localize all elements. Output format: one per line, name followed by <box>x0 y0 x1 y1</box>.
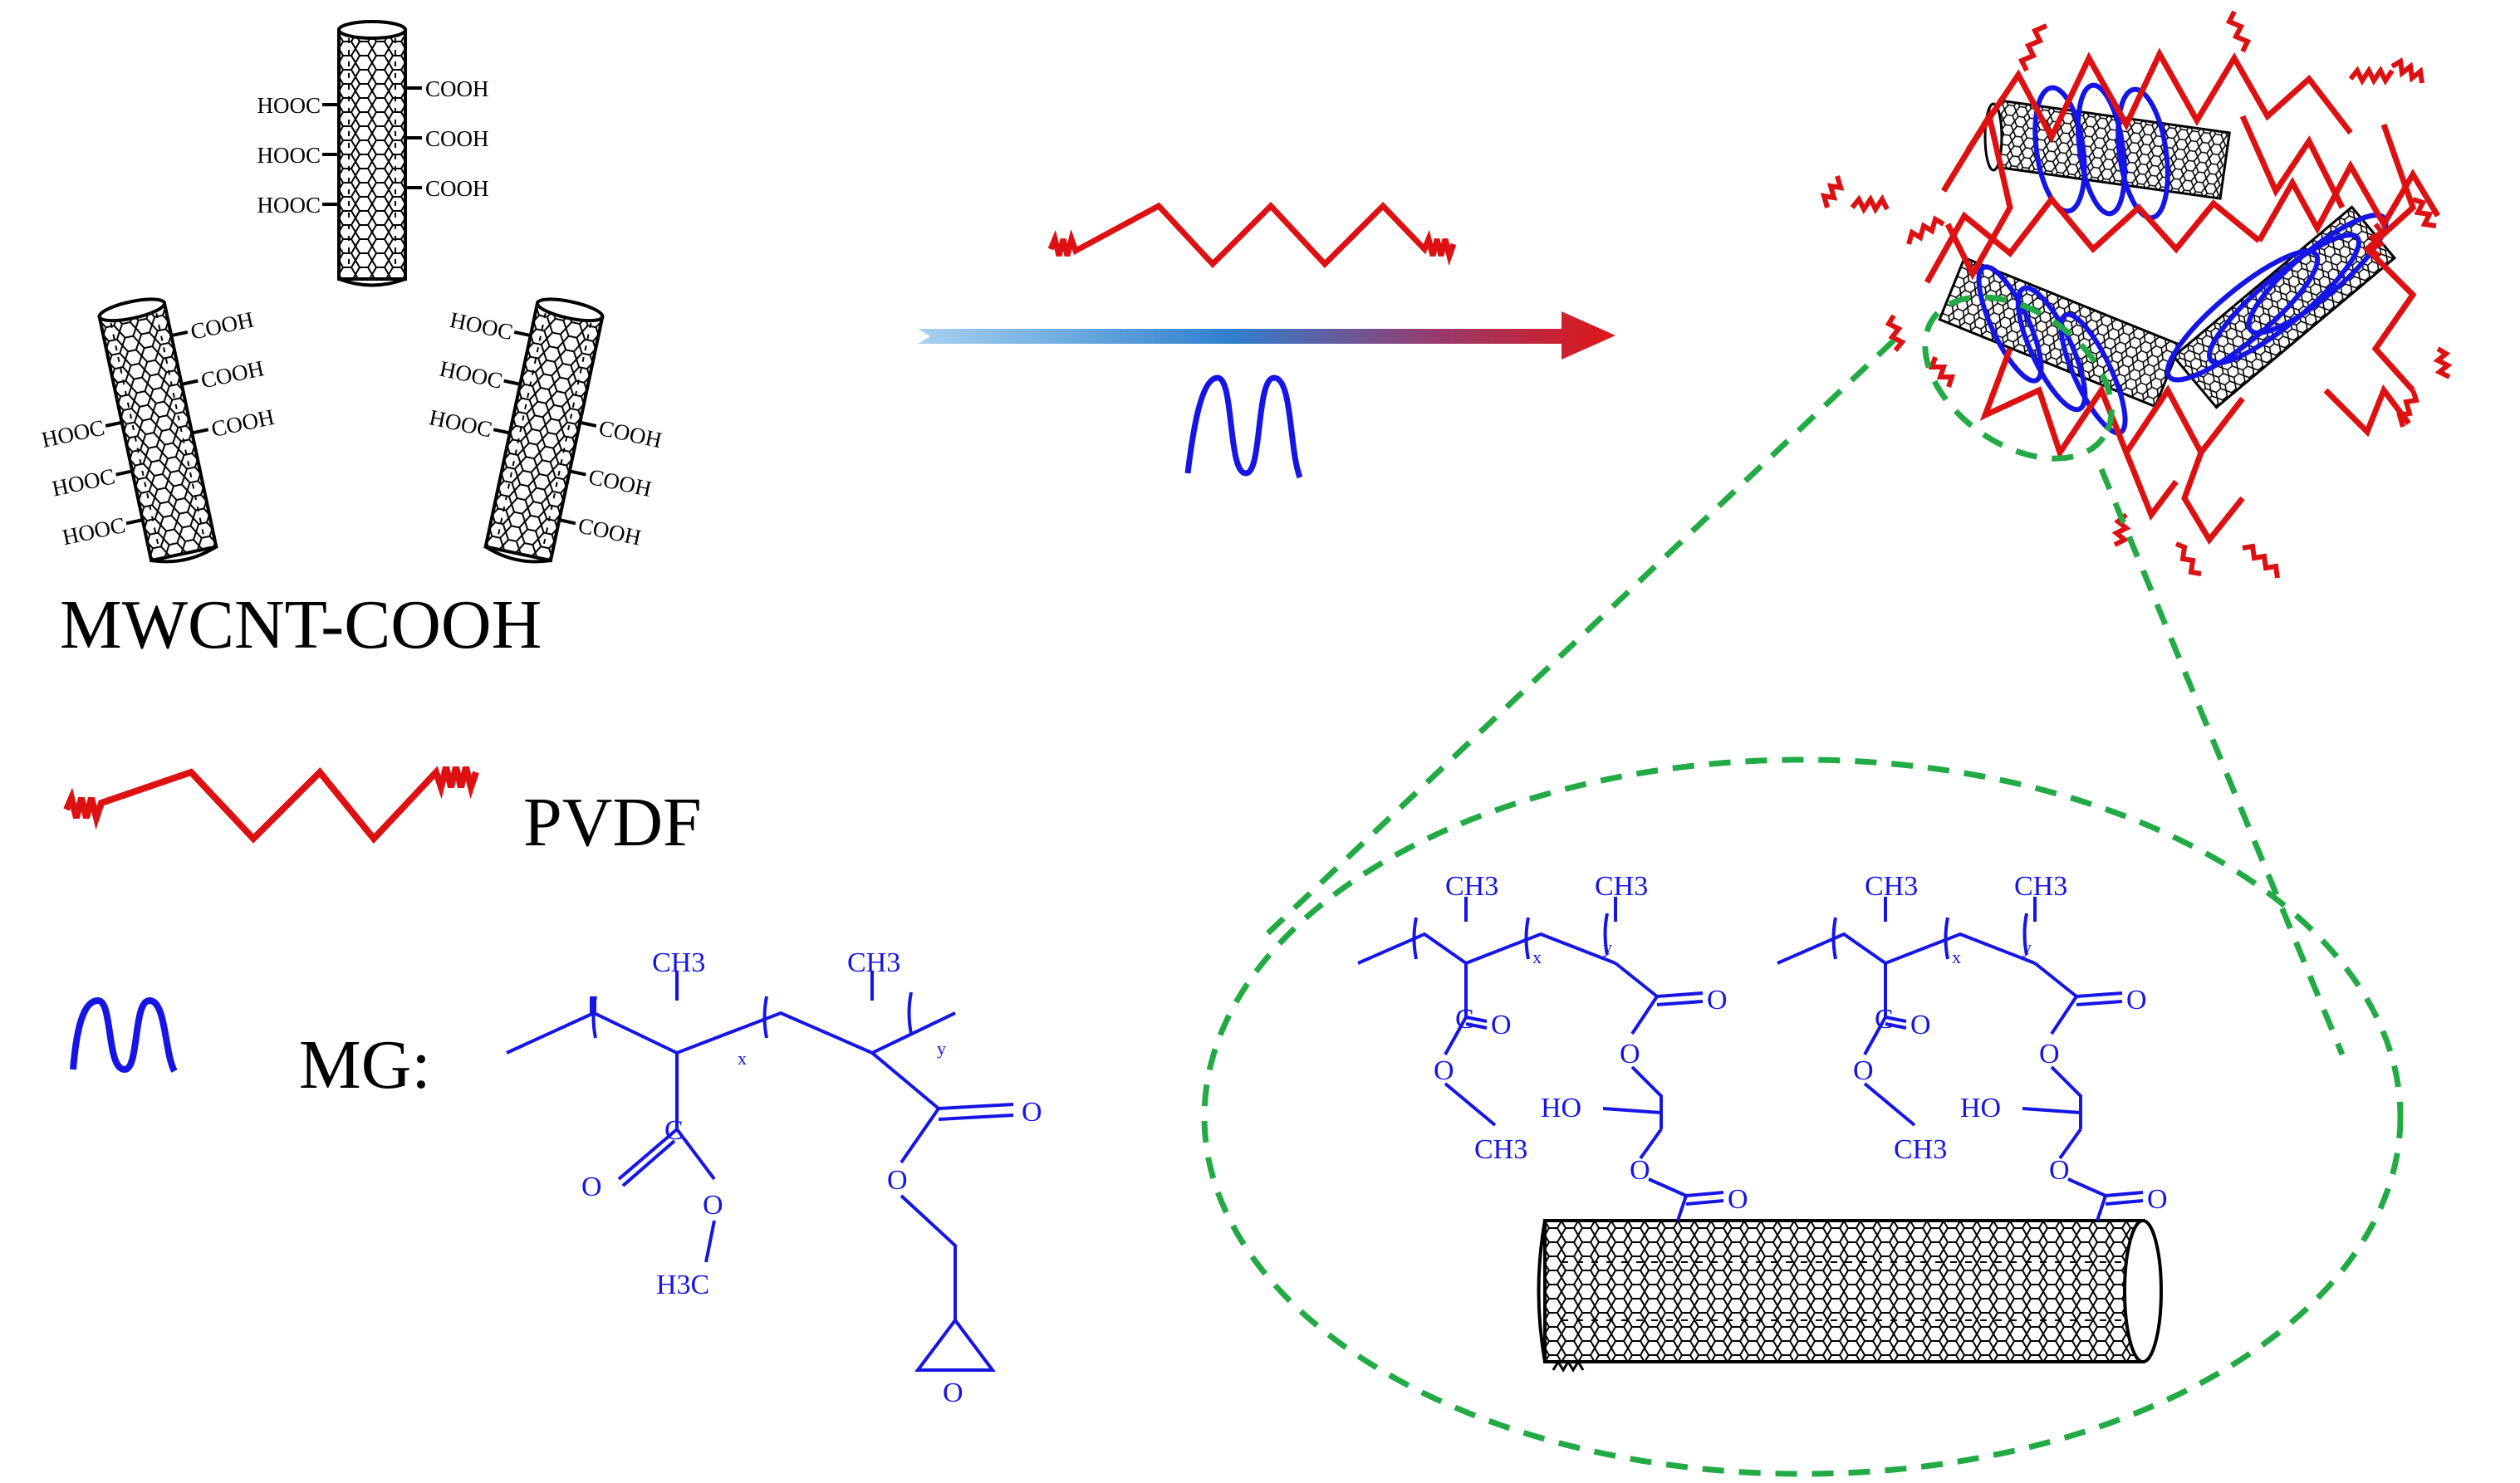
cooh-label: COOH <box>209 404 277 442</box>
o-label: O <box>1707 985 1728 1016</box>
pvdf-label: PVDF <box>523 784 702 861</box>
ch3-label: CH3 <box>2014 871 2067 902</box>
cooh-label: COOH <box>576 512 643 550</box>
zoom-detail-structure: CH3 CH3 x y C O O CH3 O O HO O O CH3 CH3… <box>1357 871 2168 1373</box>
zoom-detail-ellipse <box>1201 756 2404 1477</box>
o-label: O <box>703 1190 723 1221</box>
ch3-label: CH3 <box>847 947 900 978</box>
o-label: O <box>1022 1097 1042 1128</box>
o-label: O <box>1434 1055 1454 1086</box>
ch3-label: CH3 <box>1894 1134 1947 1165</box>
o-label: O <box>1853 1055 1874 1086</box>
grafted-unit-right-labels: CH3 CH3 x y C O O CH3 O O HO O O <box>1853 871 2168 1215</box>
mg-structure <box>506 972 1014 1372</box>
ch3-label: CH3 <box>1474 1134 1527 1165</box>
nanotube-right: HOOC HOOC HOOC COOH COOH COOH <box>427 293 664 569</box>
hooc-label: HOOC <box>257 193 321 218</box>
o-label: O <box>2049 1155 2070 1186</box>
reaction-arrow-icon <box>918 311 1615 360</box>
blue-coil-chain-icon <box>70 996 178 1074</box>
cooh-label: COOH <box>425 176 489 201</box>
zoom-nanotube <box>1537 1219 2163 1373</box>
mwcnt-cooh-cluster: HOOC HOOC HOOC COOH COOH COOH HOOC HOOC … <box>39 20 664 569</box>
c-label: C <box>1875 1004 1894 1035</box>
composite-nanotube <box>2171 205 2397 409</box>
hooc-label: HOOC <box>427 404 494 442</box>
hooc-label: HOOC <box>257 143 321 168</box>
ch3-label: CH3 <box>1865 871 1918 902</box>
y-subscript: y <box>2022 937 2032 957</box>
o-label: O <box>1491 1010 1512 1040</box>
cooh-label: COOH <box>425 126 489 151</box>
y-subscript: y <box>937 1038 946 1059</box>
o-label: O <box>1630 1155 1650 1186</box>
grafted-unit-right <box>1777 897 2144 1221</box>
zoom-indicator <box>1201 294 2404 1477</box>
mwcnt-cooh-label: MWCNT-COOH <box>60 586 542 663</box>
cooh-label: COOH <box>425 76 489 101</box>
grafted-unit-left <box>1357 897 1724 1221</box>
grafted-unit-left-labels: CH3 CH3 x y C O O CH3 O O HO O O <box>1434 871 1748 1215</box>
mg-structure-labels: CH3 CH3 x y C O O H3C O O O <box>581 947 1042 1408</box>
composite-product <box>1820 10 2453 579</box>
nanotube-top: HOOC HOOC HOOC COOH COOH COOH <box>257 20 489 287</box>
o-label: O <box>2147 1184 2168 1215</box>
zoom-line-right <box>2098 467 2346 1056</box>
pvdf-network <box>1924 47 2441 546</box>
o-label: O <box>1728 1184 1748 1215</box>
o-label: O <box>887 1165 908 1196</box>
mg-legend: MG: <box>70 996 431 1104</box>
hooc-label: HOOC <box>60 512 127 550</box>
cooh-label: COOH <box>586 464 654 502</box>
h3c-label: H3C <box>656 1270 709 1300</box>
cooh-label: COOH <box>199 355 266 393</box>
pvdf-chain-ends <box>1820 10 2453 579</box>
zoom-source-ellipse <box>1922 294 2115 462</box>
x-subscript: x <box>1532 947 1542 967</box>
o-label: O <box>1620 1039 1640 1069</box>
ch3-label: CH3 <box>652 947 705 978</box>
cooh-label: COOH <box>596 415 664 453</box>
zoom-line-left <box>1260 338 1896 941</box>
pvdf-reagent-chain <box>1047 201 1457 269</box>
hooc-label: HOOC <box>50 463 117 501</box>
c-label: C <box>664 1115 684 1146</box>
hooc-label: HOOC <box>448 307 515 345</box>
nanotube-left: HOOC HOOC HOOC COOH COOH COOH <box>39 293 277 569</box>
ho-label: HO <box>1960 1093 2001 1123</box>
ch3-label: CH3 <box>1595 871 1648 902</box>
o-label: O <box>943 1378 963 1408</box>
hooc-label: HOOC <box>257 93 321 118</box>
hooc-label: HOOC <box>438 356 505 394</box>
mg-wraps <box>1976 82 2389 436</box>
mg-label: MG: <box>299 1026 431 1104</box>
o-label: O <box>581 1172 602 1202</box>
hooc-label: HOOC <box>39 415 106 453</box>
o-label: O <box>2126 985 2147 1016</box>
pvdf-legend: PVDF <box>63 766 702 861</box>
o-label: O <box>2039 1039 2060 1069</box>
c-label: C <box>1455 1004 1474 1035</box>
red-zigzag-chain-icon <box>63 766 479 844</box>
ho-label: HO <box>1541 1093 1581 1123</box>
ch3-label: CH3 <box>1445 871 1498 902</box>
o-label: O <box>1910 1010 1931 1040</box>
y-subscript: y <box>1603 937 1612 957</box>
mg-reagent-chain <box>1184 374 1303 479</box>
reaction-arrow <box>918 201 1615 479</box>
x-subscript: x <box>738 1048 747 1069</box>
x-subscript: x <box>1952 947 1961 967</box>
cooh-label: COOH <box>189 306 256 344</box>
